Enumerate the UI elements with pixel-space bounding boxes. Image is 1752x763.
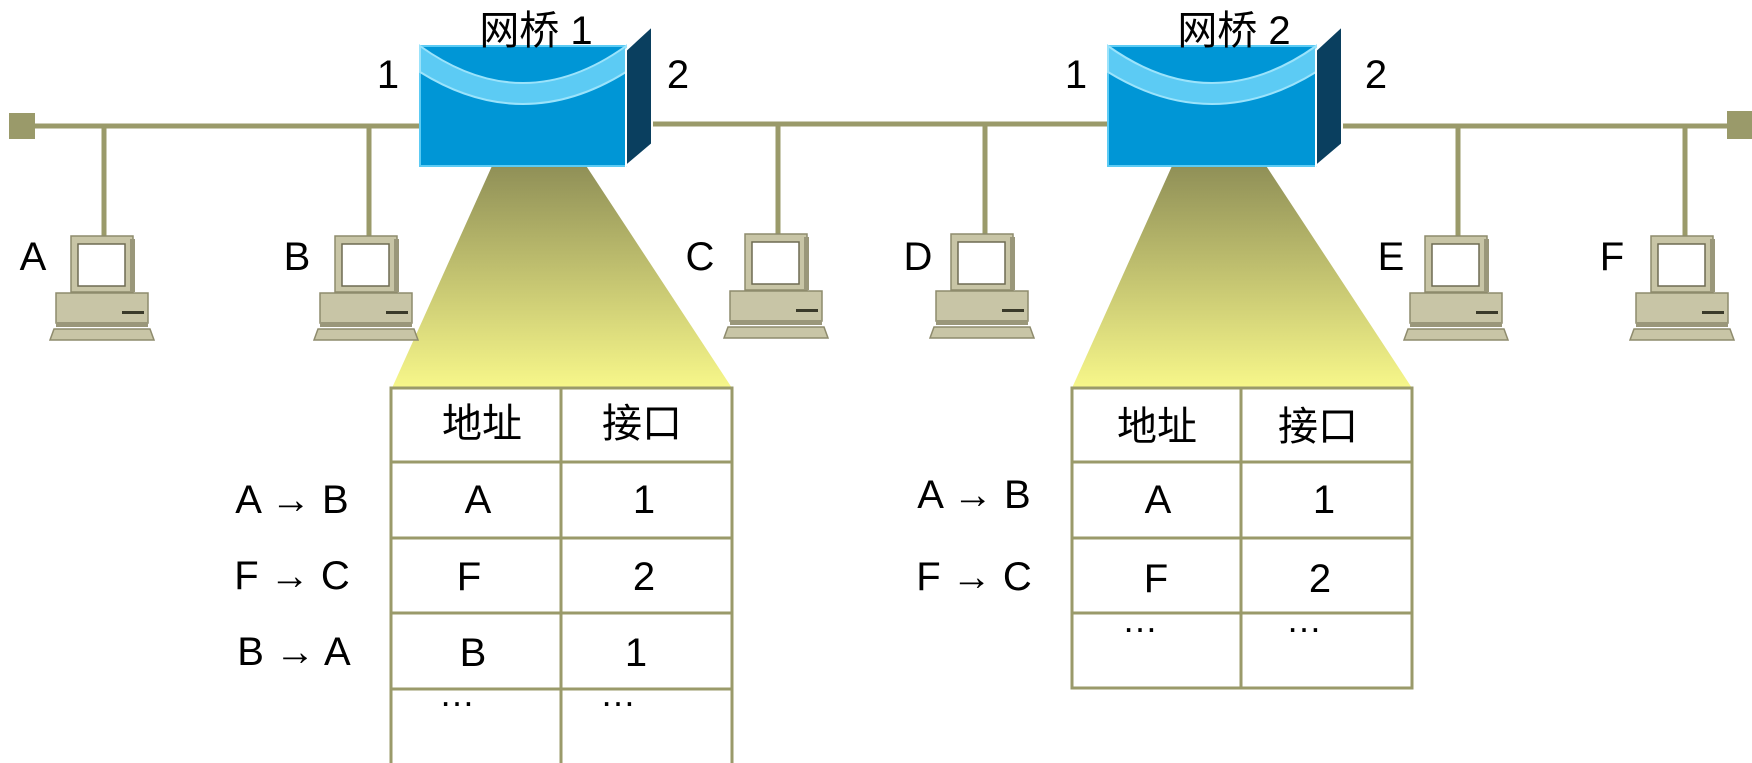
table-1-frame-2: F → C [234, 554, 350, 598]
host-e: E [1378, 235, 1509, 341]
bridge-1-table-beam [392, 126, 732, 388]
bridge-1-forwarding-table: 地址 接口 A 1 F 2 B 1 … … [389, 386, 734, 763]
bridge-2-port-1: 1 [1065, 53, 1087, 97]
host-f-label: F [1600, 235, 1624, 279]
table-1-ellipsis-address: … [439, 673, 475, 714]
host-f: F [1600, 235, 1735, 341]
bridge-1-port-2: 2 [667, 53, 689, 97]
bridge-2-table-beam [1072, 126, 1412, 388]
host-a: A [20, 235, 155, 341]
table-2-header-port: 接口 [1278, 405, 1358, 449]
lan-segments [9, 111, 1752, 139]
table-2-header-address: 地址 [1117, 405, 1197, 449]
bridge-1-label: 网桥 1 [479, 9, 592, 53]
lan-terminator-right [1727, 111, 1752, 139]
bridge-2: 网桥 2 1 2 [1065, 9, 1387, 169]
table-2-row-1-port: 1 [1313, 478, 1335, 522]
bridge-1: 网桥 1 1 2 [377, 9, 689, 169]
table-2-row-2-address: F [1144, 557, 1168, 601]
table-1-row-3-port: 1 [625, 631, 647, 675]
host-b-label: B [284, 235, 311, 279]
host-d: D [904, 233, 1035, 339]
table-1-row-2-port: 2 [633, 555, 655, 599]
host-a-label: A [20, 235, 47, 279]
table-2-ellipsis-address: … [1122, 599, 1158, 640]
table-1-frame-1: A → B [235, 478, 348, 522]
table-2-frame-1: A → B [917, 473, 1030, 517]
table-1-frame-3: B → A [237, 630, 351, 674]
bridge-1-frame-labels: A → B F → C B → A [234, 478, 351, 674]
host-b: B [284, 235, 419, 341]
table-1-row-1-port: 1 [633, 478, 655, 522]
table-1-header-address: 地址 [442, 402, 522, 446]
table-1-row-1-address: A [465, 478, 492, 522]
table-1-row-2-address: F [457, 555, 481, 599]
bridge-2-forwarding-table: 地址 接口 A 1 F 2 … … [1070, 386, 1414, 690]
host-c-label: C [686, 235, 715, 279]
table-2-ellipsis-port: … [1286, 599, 1322, 640]
table-1-row-3-address: B [460, 631, 487, 675]
bridge-1-port-1: 1 [377, 53, 399, 97]
table-1-ellipsis-port: … [600, 673, 636, 714]
host-drop-lines [101, 124, 1688, 238]
table-2-row-1-address: A [1145, 478, 1172, 522]
host-d-label: D [904, 235, 933, 279]
table-2-frame-2: F → C [916, 555, 1032, 599]
table-2-row-2-port: 2 [1309, 557, 1331, 601]
bridge-2-label: 网桥 2 [1177, 9, 1290, 53]
host-c: C [686, 233, 829, 339]
bridge-2-port-2: 2 [1365, 53, 1387, 97]
bridge-2-frame-labels: A → B F → C [916, 473, 1032, 599]
lan-terminator-left [9, 113, 35, 139]
host-e-label: E [1378, 235, 1405, 279]
table-1-header-port: 接口 [602, 402, 682, 446]
